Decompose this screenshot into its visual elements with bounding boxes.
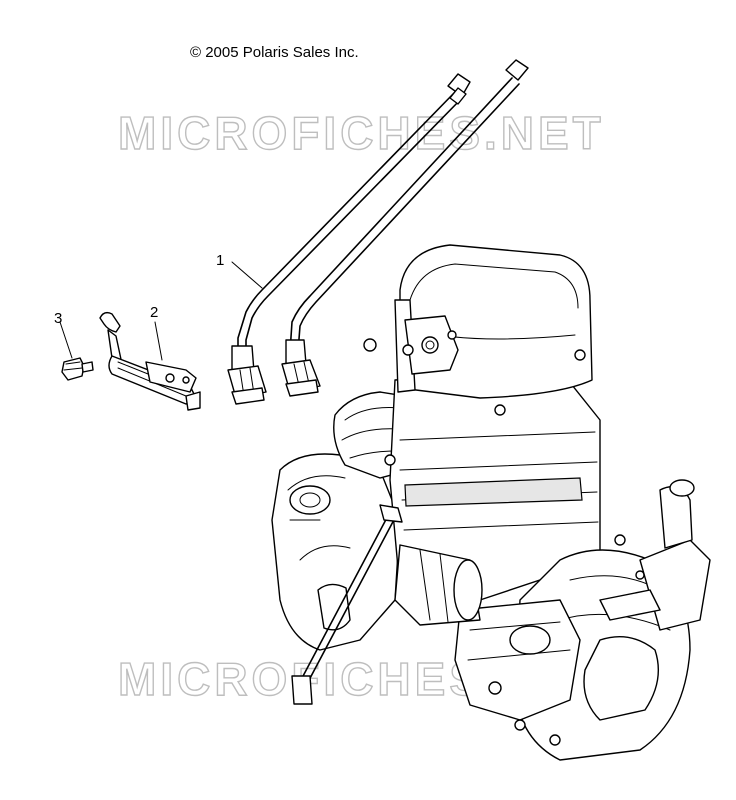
spark-plug-wire-a xyxy=(227,73,471,405)
watermark-top: MICROFICHES.NET xyxy=(117,106,605,159)
fuel-rail-part xyxy=(99,311,201,411)
engine-assembly xyxy=(271,244,711,761)
callout-label-1: 1 xyxy=(216,252,225,269)
callout-label-3: 3 xyxy=(54,310,63,327)
callout-label-2: 2 xyxy=(150,304,159,321)
spark-plug-wire-b xyxy=(281,59,529,397)
callout-leader-3 xyxy=(59,321,73,359)
copyright-notice: © 2005 Polaris Sales Inc. xyxy=(190,44,359,61)
bolt-part xyxy=(61,357,94,381)
callout-leader-1 xyxy=(231,261,263,289)
callout-leader-2 xyxy=(154,321,163,361)
